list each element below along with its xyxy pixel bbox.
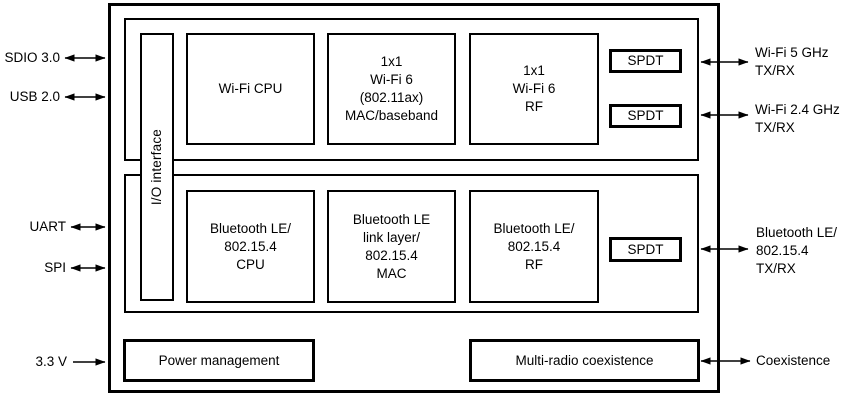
block-spdt-24ghz: SPDT bbox=[609, 104, 682, 128]
block-wifi-cpu: Wi-Fi CPU bbox=[186, 33, 315, 145]
io-interface-label: I/O interface bbox=[149, 128, 164, 206]
spdt-bt-label: SPDT bbox=[627, 241, 664, 257]
wifi-rf-label: 1x1 Wi-Fi 6 RF bbox=[512, 63, 556, 114]
power-management-label: Power management bbox=[158, 352, 280, 368]
spdt-5ghz-label: SPDT bbox=[627, 53, 664, 68]
spdt-24ghz-label: SPDT bbox=[627, 108, 664, 123]
port-label-spi: SPI bbox=[44, 260, 66, 275]
bt-cpu-label: Bluetooth LE/ 802.15.4 CPU bbox=[209, 220, 292, 272]
port-label-coexistence: Coexistence bbox=[756, 353, 831, 368]
block-bt-link-layer-mac: Bluetooth LE link layer/ 802.15.4 MAC bbox=[327, 190, 456, 303]
wifi-mac-baseband-label: 1x1 Wi-Fi 6 (802.11ax) MAC/baseband bbox=[344, 54, 439, 123]
block-wifi-mac-baseband: 1x1 Wi-Fi 6 (802.11ax) MAC/baseband bbox=[327, 33, 456, 145]
port-label-wifi-5ghz: Wi-Fi 5 GHz TX/RX bbox=[755, 45, 829, 78]
block-spdt-5ghz: SPDT bbox=[609, 49, 682, 73]
port-label-uart: UART bbox=[29, 219, 66, 234]
block-bt-rf: Bluetooth LE/ 802.15.4 RF bbox=[469, 190, 599, 303]
bt-link-layer-mac-label: Bluetooth LE link layer/ 802.15.4 MAC bbox=[352, 211, 431, 281]
block-multi-radio-coexistence: Multi-radio coexistence bbox=[469, 339, 700, 382]
port-label-bt-txrx: Bluetooth LE/ 802.15.4 TX/RX bbox=[756, 225, 838, 276]
block-wifi-rf: 1x1 Wi-Fi 6 RF bbox=[469, 33, 599, 145]
block-io-interface: I/O interface bbox=[140, 33, 174, 301]
block-bt-cpu: Bluetooth LE/ 802.15.4 CPU bbox=[186, 190, 315, 303]
multi-radio-coexistence-label: Multi-radio coexistence bbox=[515, 352, 654, 368]
port-label-usb: USB 2.0 bbox=[9, 89, 60, 104]
port-label-3v3: 3.3 V bbox=[35, 354, 67, 369]
wifi-cpu-label: Wi-Fi CPU bbox=[218, 81, 283, 96]
block-spdt-bt: SPDT bbox=[609, 237, 682, 262]
port-label-wifi-24ghz: Wi-Fi 2.4 GHz TX/RX bbox=[755, 102, 840, 135]
block-power-management: Power management bbox=[123, 339, 315, 382]
port-label-sdio: SDIO 3.0 bbox=[4, 50, 60, 65]
bt-rf-label: Bluetooth LE/ 802.15.4 RF bbox=[493, 220, 575, 272]
